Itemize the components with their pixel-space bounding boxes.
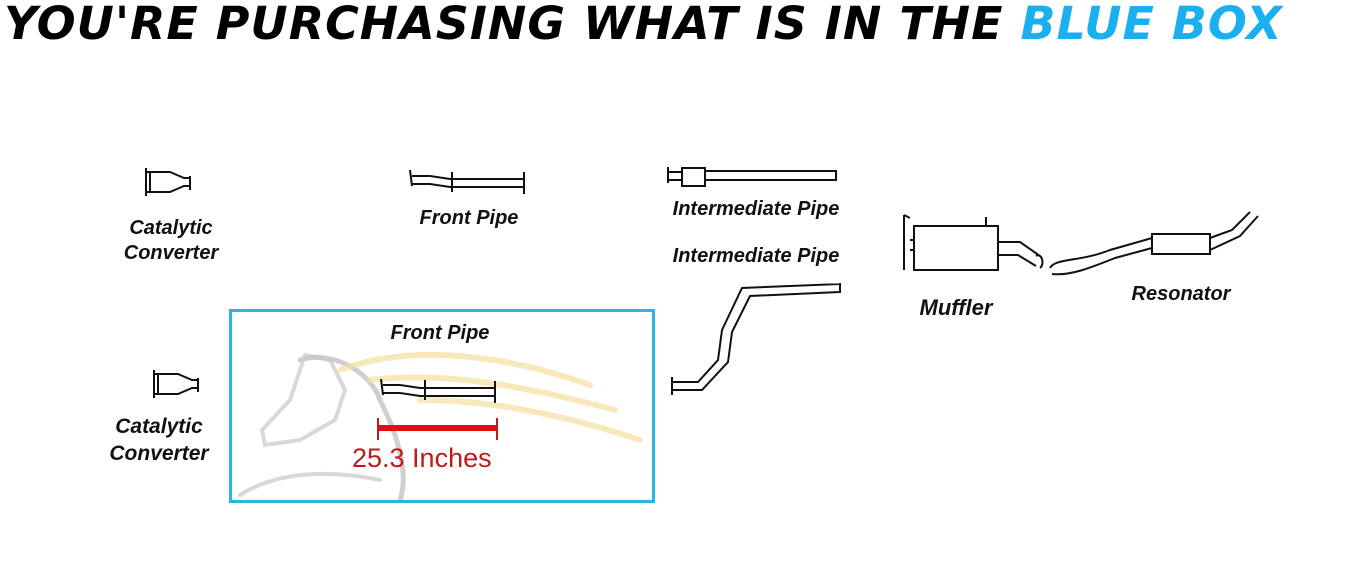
headline-highlight: Blue Box — [1020, 0, 1283, 50]
label-line: Converter — [123, 242, 219, 264]
horse-watermark — [238, 351, 643, 503]
label-line: Catalytic — [129, 217, 213, 239]
intermediate-pipe-1-label: Intermediate Pipe — [672, 198, 840, 220]
front-pipe-top-label: Front Pipe — [419, 207, 519, 229]
front-pipe-top-drawing — [409, 169, 525, 194]
catalytic-converter-top-label: Catalytic Converter — [112, 216, 230, 266]
muffler-drawing — [903, 214, 1044, 271]
intermediate-pipe-2-label: Intermediate Pipe — [672, 245, 840, 267]
intermediate-pipe-2-drawing — [671, 283, 841, 395]
catalytic-converter-top-drawing — [145, 168, 191, 196]
measurement-label: 25.3 Inches — [352, 443, 492, 473]
measurement-bar — [377, 418, 498, 440]
catalytic-converter-bottom-drawing — [153, 370, 199, 398]
headline: You're purchasing what is in the Blue Bo… — [4, 0, 1283, 52]
resonator-label: Resonator — [1131, 283, 1231, 305]
label-line: Catalytic — [115, 415, 203, 438]
front-pipe-selected-drawing — [380, 378, 496, 403]
catalytic-converter-bottom-label: Catalytic Converter — [92, 413, 226, 467]
intermediate-pipe-1-drawing — [667, 167, 837, 187]
blue-box-selection — [229, 309, 655, 503]
resonator-drawing — [1049, 211, 1259, 276]
muffler-label: Muffler — [919, 295, 993, 320]
headline-text: You're purchasing what is in the — [4, 0, 1004, 50]
front-pipe-selected-label: Front Pipe — [390, 322, 490, 344]
label-line: Converter — [109, 442, 209, 465]
